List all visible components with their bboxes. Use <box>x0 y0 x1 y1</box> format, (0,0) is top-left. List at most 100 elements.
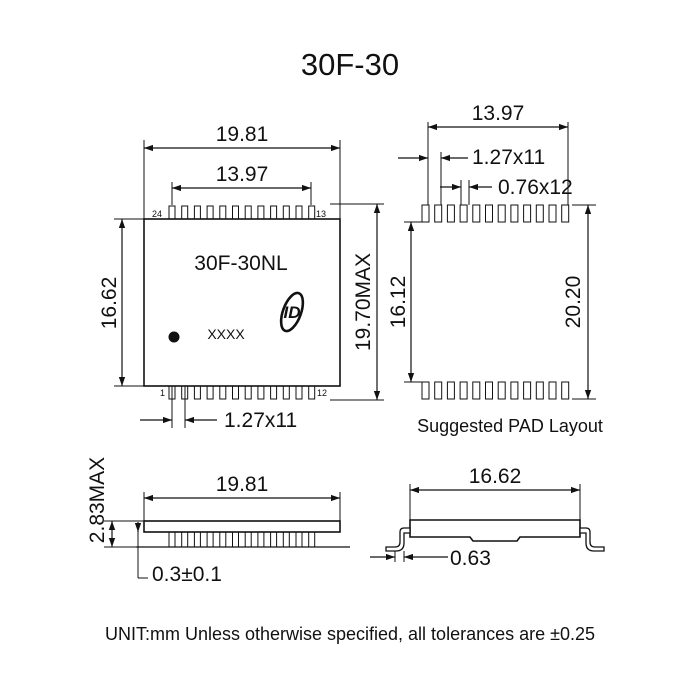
pin-12-label: 12 <box>317 388 327 398</box>
pin <box>270 531 278 548</box>
pad <box>472 204 481 223</box>
bottom-pin-row <box>168 385 316 400</box>
pin <box>232 205 239 220</box>
pin-13-label: 13 <box>316 209 326 219</box>
end-right-lead <box>579 527 605 552</box>
pad-layout-view: 13.97 1.27x11 0.76x12 16.12 20.20 Sugges… <box>387 102 603 436</box>
pad <box>421 381 430 400</box>
pad-outer-label: 20.20 <box>562 276 585 329</box>
pin <box>257 531 265 548</box>
pin <box>244 385 252 400</box>
pad <box>434 381 443 400</box>
pin <box>282 531 290 548</box>
standoff-label: 0.3±0.1 <box>152 563 222 586</box>
end-width-label: 16.62 <box>469 465 522 488</box>
side-view: 19.81 2.83MAX 0.3±0.1 <box>86 457 350 586</box>
pin <box>244 205 252 220</box>
pin <box>193 531 201 548</box>
pad <box>434 204 443 223</box>
pin <box>232 531 239 548</box>
pad-pitch-label: 1.27x11 <box>472 146 545 169</box>
pad-span-label: 13.97 <box>472 102 525 125</box>
pad <box>421 204 430 223</box>
pin <box>308 385 316 400</box>
pin <box>219 205 227 220</box>
end-view: 16.62 0.63 <box>370 465 605 570</box>
pin <box>295 531 303 548</box>
lead-width-label: 0.63 <box>450 547 491 570</box>
pad-row-top <box>421 204 570 223</box>
pin <box>257 385 265 400</box>
pad <box>497 204 506 223</box>
pad <box>446 204 455 223</box>
pin-1-dot <box>168 331 180 343</box>
pad <box>459 381 468 400</box>
pad-inner-label: 16.12 <box>387 276 410 329</box>
top-max-height-label: 19.70MAX <box>352 253 375 351</box>
top-height-label: 16.62 <box>98 277 121 330</box>
pin <box>181 205 189 220</box>
pin <box>295 385 303 400</box>
pin <box>282 205 290 220</box>
pin <box>193 205 201 220</box>
top-pin-row <box>168 205 316 220</box>
pin <box>282 385 290 400</box>
brand-logo: ID <box>279 291 305 333</box>
pad <box>497 381 506 400</box>
pin-1-label: 1 <box>160 388 165 398</box>
side-pin-row <box>168 531 316 548</box>
pin <box>193 385 201 400</box>
pad <box>472 381 481 400</box>
pad-width-label: 0.76x12 <box>498 176 573 199</box>
side-width-label: 19.81 <box>216 473 269 496</box>
pad-layout-caption: Suggested PAD Layout <box>417 416 603 436</box>
pin <box>206 531 214 548</box>
pad <box>561 204 570 223</box>
pin <box>295 205 303 220</box>
pin <box>270 205 278 220</box>
pad <box>535 204 544 223</box>
top-width-label: 19.81 <box>216 123 269 146</box>
top-view: 24 13 1 12 19.81 13.97 16.62 19.70MAX 30… <box>98 123 384 432</box>
pad <box>523 381 532 400</box>
pad <box>510 381 519 400</box>
drawing-title: 30F-30 <box>301 47 399 82</box>
pad <box>510 204 519 223</box>
pin <box>168 205 176 220</box>
pin <box>181 531 189 548</box>
pin <box>206 385 214 400</box>
pad <box>459 204 468 223</box>
pin <box>206 205 214 220</box>
side-height-label: 2.83MAX <box>86 457 109 543</box>
pad <box>485 204 493 223</box>
pin <box>219 385 227 400</box>
side-body <box>143 520 341 533</box>
pad <box>548 204 557 223</box>
part-number: 30F-30NL <box>194 252 287 275</box>
logo-letters: ID <box>284 303 301 322</box>
pad <box>535 381 544 400</box>
pin <box>244 531 252 548</box>
pad-row-bottom <box>421 381 570 400</box>
pad <box>548 381 557 400</box>
pad <box>446 381 455 400</box>
pin <box>308 205 316 220</box>
pad <box>523 204 532 223</box>
top-pitch-span-label: 13.97 <box>216 163 269 186</box>
pad <box>485 381 493 400</box>
bottom-pitch-label: 1.27x11 <box>224 409 297 432</box>
units-note: UNIT:mm Unless otherwise specified, all … <box>105 624 595 644</box>
pin <box>232 385 239 400</box>
pin <box>270 385 278 400</box>
pin-24-label: 24 <box>152 209 162 219</box>
package-body <box>143 218 341 387</box>
pad <box>561 381 570 400</box>
pin <box>257 205 265 220</box>
end-body <box>409 519 581 542</box>
pin <box>219 531 227 548</box>
marking-text: XXXX <box>207 326 245 342</box>
pin <box>308 531 316 548</box>
pin <box>168 531 176 548</box>
end-left-lead <box>385 527 411 552</box>
